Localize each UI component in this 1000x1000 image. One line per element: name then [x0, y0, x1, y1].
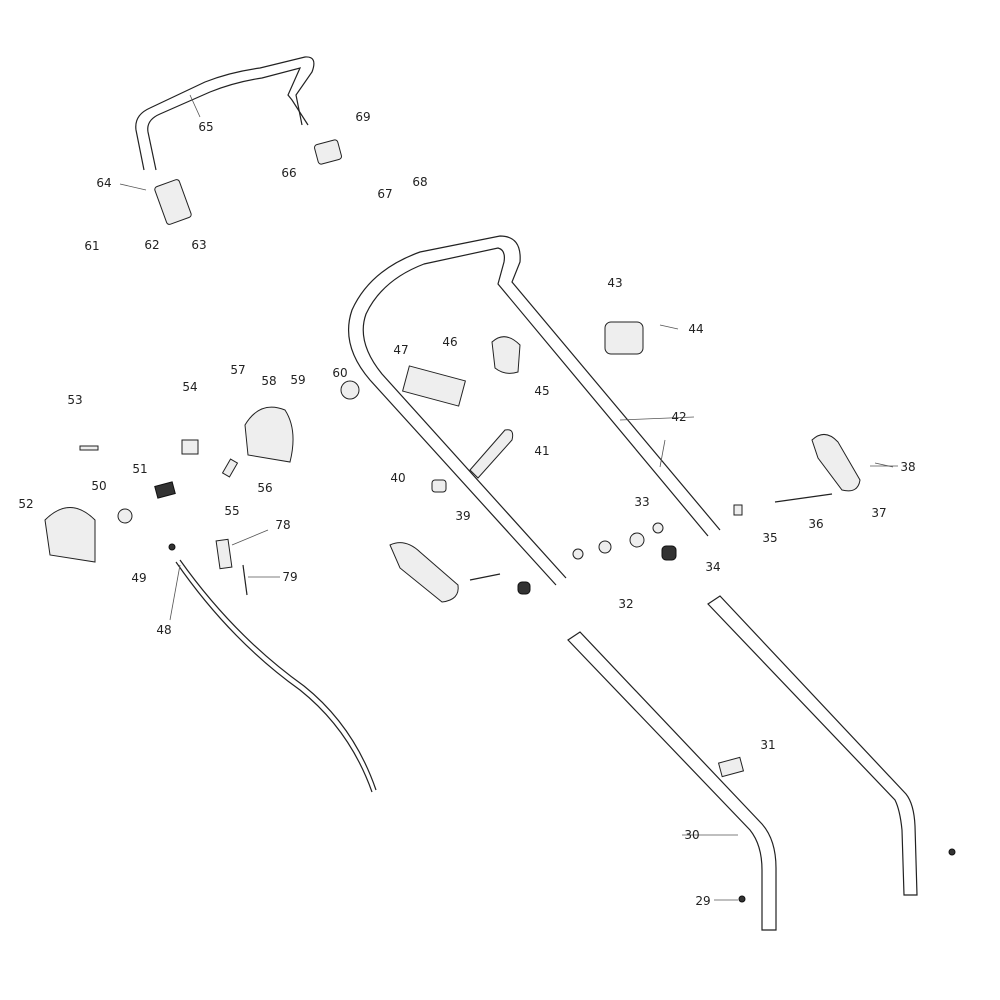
callout-label-60: 60 — [332, 366, 348, 380]
part-49 — [168, 543, 176, 551]
callout-label-67: 67 — [377, 187, 393, 201]
callout-label-57: 57 — [230, 363, 246, 377]
callout-label-31: 31 — [760, 738, 776, 752]
callout-label-47: 47 — [393, 343, 409, 357]
part-52 — [44, 507, 96, 563]
callout-label-55: 55 — [224, 504, 240, 518]
callout-label-64: 64 — [96, 176, 112, 190]
callout-label-46: 46 — [442, 335, 458, 349]
part-34b — [517, 581, 531, 595]
part-50 — [117, 508, 133, 524]
callout-label-51: 51 — [132, 462, 148, 476]
part-65-upper-handle — [135, 56, 315, 171]
callout-label-66: 66 — [281, 166, 297, 180]
callout-label-37: 37 — [871, 506, 887, 520]
part-42-main-handle-frame — [348, 235, 721, 586]
part-78 — [215, 538, 233, 570]
callout-label-78: 78 — [275, 518, 291, 532]
part-41 — [469, 429, 514, 479]
callout-label-58: 58 — [261, 374, 277, 388]
part-63 — [154, 179, 192, 225]
part-54 — [181, 439, 199, 455]
callout-label-50: 50 — [91, 479, 107, 493]
callout-label-61: 61 — [84, 239, 100, 253]
callout-label-48: 48 — [156, 623, 172, 637]
callout-label-63: 63 — [191, 238, 207, 252]
part-29 — [738, 895, 746, 903]
callout-label-65: 65 — [198, 120, 214, 134]
part-33 — [652, 522, 664, 534]
part-32 — [629, 532, 645, 548]
part-56 — [221, 458, 239, 478]
part-37-left — [389, 542, 459, 603]
part-31 — [717, 756, 745, 778]
callout-label-52: 52 — [18, 497, 34, 511]
part-60 — [340, 380, 360, 400]
callout-label-38: 38 — [900, 460, 916, 474]
callout-label-42: 42 — [671, 410, 687, 424]
part-48-cable — [175, 561, 373, 793]
callout-label-29: 29 — [695, 894, 711, 908]
callout-label-33: 33 — [634, 495, 650, 509]
callout-label-30: 30 — [684, 828, 700, 842]
callout-label-56: 56 — [257, 481, 273, 495]
callout-label-34: 34 — [705, 560, 721, 574]
part-45 — [491, 336, 521, 374]
callout-label-54: 54 — [182, 380, 198, 394]
part-39 — [431, 479, 447, 493]
callout-label-36: 36 — [808, 517, 824, 531]
part-37 — [811, 434, 861, 492]
callout-label-53: 53 — [67, 393, 83, 407]
callout-label-44: 44 — [688, 322, 704, 336]
part-43 — [604, 321, 644, 355]
callout-label-62: 62 — [144, 238, 160, 252]
callout-label-35: 35 — [762, 531, 778, 545]
callout-label-68: 68 — [412, 175, 428, 189]
callout-label-49: 49 — [131, 571, 147, 585]
part-36-left — [469, 573, 501, 581]
callout-label-79: 79 — [282, 570, 298, 584]
part-58 — [244, 406, 294, 463]
callout-label-45: 45 — [534, 384, 550, 398]
part-33b — [598, 540, 612, 554]
callout-label-32: 32 — [618, 597, 634, 611]
part-53 — [79, 445, 99, 451]
callout-label-41: 41 — [534, 444, 550, 458]
part-47 — [402, 365, 466, 407]
callout-label-69: 69 — [355, 110, 371, 124]
part-48-cable-outline — [179, 559, 377, 791]
callout-label-43: 43 — [607, 276, 623, 290]
callout-label-39: 39 — [455, 509, 471, 523]
part-35 — [733, 504, 743, 516]
part-79 — [242, 564, 248, 596]
part-34 — [661, 545, 677, 561]
part-30-lower-tubes — [567, 595, 918, 931]
leader-lines — [119, 94, 898, 901]
callout-label-59: 59 — [290, 373, 306, 387]
part-51 — [154, 481, 176, 499]
part-29b — [948, 848, 956, 856]
callout-label-40: 40 — [390, 471, 406, 485]
part-66 — [313, 139, 343, 165]
part-36 — [774, 493, 833, 503]
part-33c — [572, 548, 584, 560]
